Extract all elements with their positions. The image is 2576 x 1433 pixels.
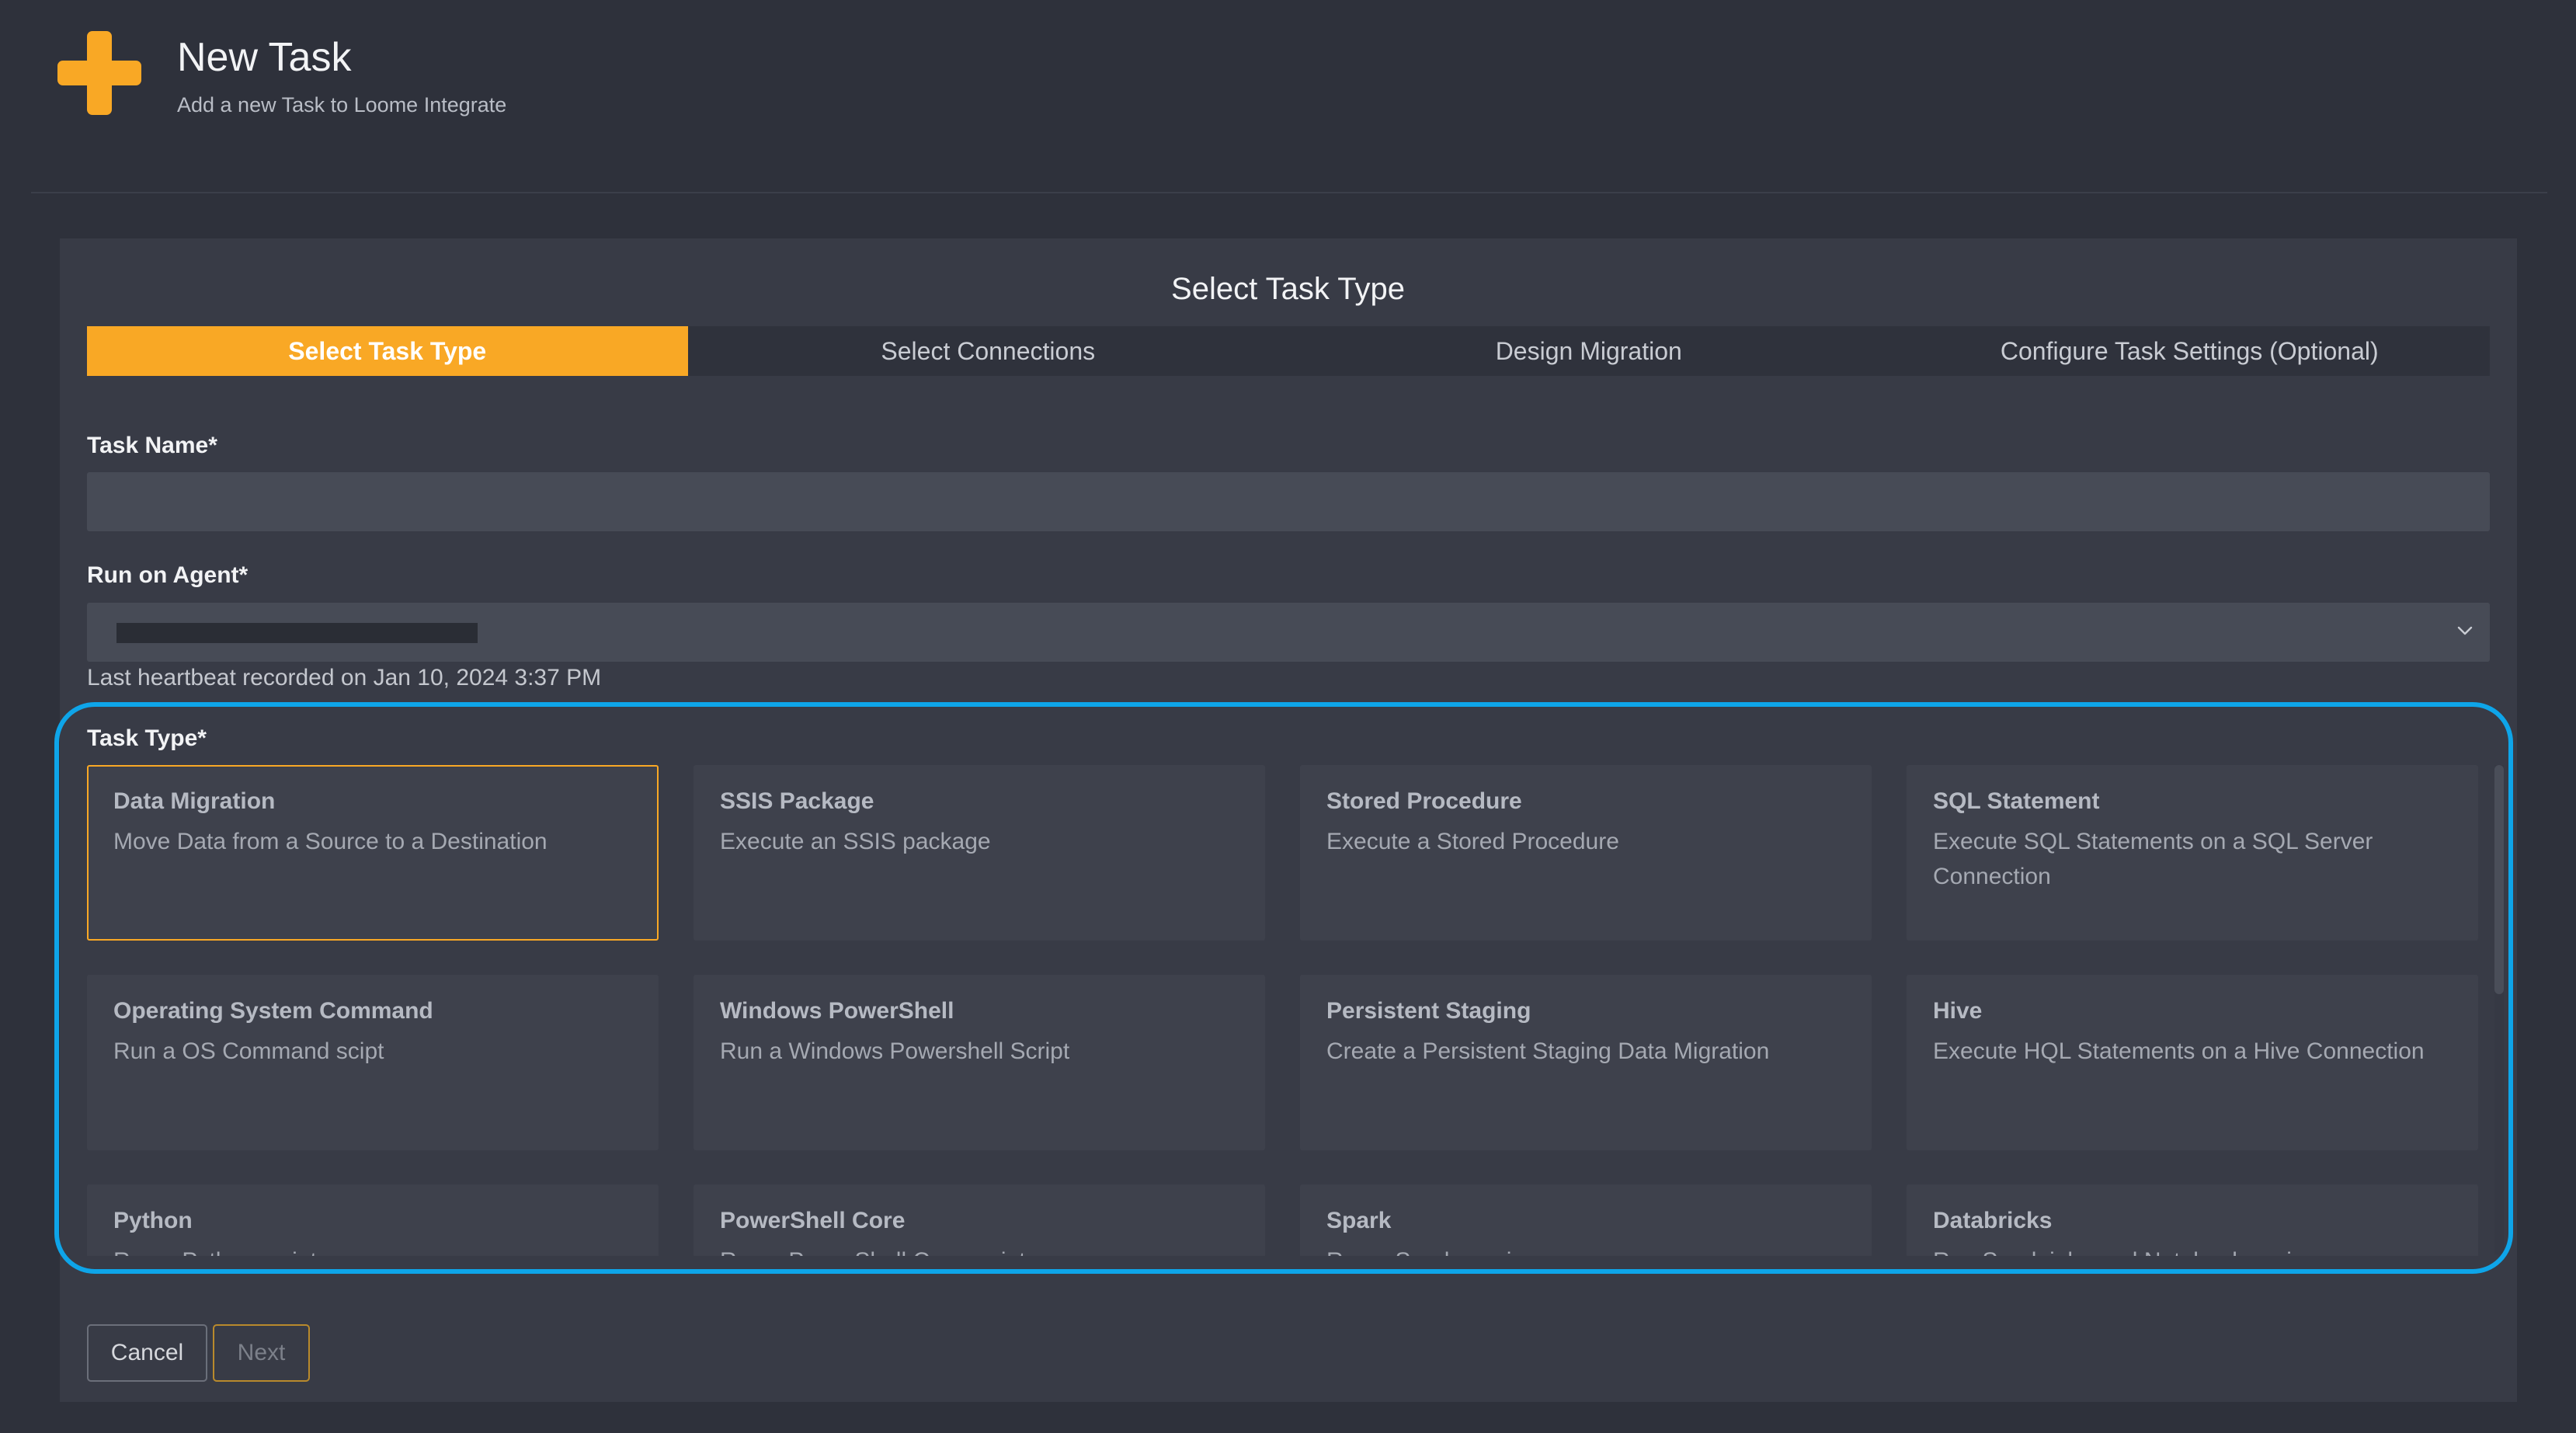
task-card-title: Operating System Command bbox=[113, 998, 433, 1024]
task-card-description: Run a Windows Powershell Script bbox=[720, 1038, 1070, 1064]
step-select-connections[interactable]: Select Connections bbox=[881, 336, 1096, 365]
task-card-description: Execute HQL Statements on a Hive Connect… bbox=[1933, 1038, 2425, 1064]
task-card-title: Python bbox=[113, 1208, 193, 1233]
task-type-ssis-package[interactable]: SSIS Package Execute an SSIS package bbox=[694, 765, 1265, 941]
task-type-spark[interactable]: Spark Run a Spark service bbox=[1300, 1184, 1872, 1256]
header-divider bbox=[31, 192, 2547, 193]
task-card-description: Create a Persistent Staging Data Migrati… bbox=[1326, 1038, 1770, 1064]
task-type-list[interactable]: Data Migration Move Data from a Source t… bbox=[87, 765, 2490, 1256]
step-design-migration[interactable]: Design Migration bbox=[1495, 336, 1682, 365]
task-card-title: SQL Statement bbox=[1933, 788, 2100, 814]
task-type-sql-statement[interactable]: SQL Statement Execute SQL Statements on … bbox=[1907, 765, 2478, 941]
plus-icon bbox=[57, 31, 141, 115]
task-type-operating-system-command[interactable]: Operating System Command Run a OS Comman… bbox=[87, 975, 659, 1150]
task-card-title: Spark bbox=[1326, 1208, 1392, 1233]
task-card-title: SSIS Package bbox=[720, 788, 874, 814]
chevron-down-icon bbox=[2457, 626, 2473, 635]
task-card-title: Hive bbox=[1933, 998, 1983, 1024]
next-button[interactable]: Next bbox=[213, 1324, 310, 1382]
task-card-title: Stored Procedure bbox=[1326, 788, 1522, 814]
scrollbar-thumb[interactable] bbox=[2494, 765, 2504, 994]
task-card-description: Run Spark jobs and Notebooks using bbox=[1933, 1243, 2452, 1256]
task-card-description: Move Data from a Source to a Destination bbox=[113, 829, 548, 854]
task-name-input[interactable] bbox=[87, 472, 2490, 531]
task-card-title: Windows PowerShell bbox=[720, 998, 954, 1024]
task-type-data-migration[interactable]: Data Migration Move Data from a Source t… bbox=[87, 765, 659, 941]
task-card-description: Run a OS Command scipt bbox=[113, 1038, 384, 1064]
task-type-hive[interactable]: Hive Execute HQL Statements on a Hive Co… bbox=[1907, 975, 2478, 1150]
wizard-stepper: Select Task Type Select Connections Desi… bbox=[87, 326, 2490, 376]
page-subtitle: Add a new Task to Loome Integrate bbox=[177, 93, 507, 117]
task-type-persistent-staging[interactable]: Persistent Staging Create a Persistent S… bbox=[1300, 975, 1872, 1150]
task-type-stored-procedure[interactable]: Stored Procedure Execute a Stored Proced… bbox=[1300, 765, 1872, 941]
step-configure-task-settings[interactable]: Configure Task Settings (Optional) bbox=[2000, 336, 2379, 365]
task-type-label: Task Type* bbox=[87, 725, 207, 751]
task-card-title: Persistent Staging bbox=[1326, 998, 1531, 1024]
task-card-description: Execute SQL Statements on a SQL Server C… bbox=[1933, 829, 2373, 889]
task-type-python[interactable]: Python Run a Python script bbox=[87, 1184, 659, 1256]
task-list-scrollbar[interactable] bbox=[2494, 765, 2504, 1254]
heartbeat-status: Last heartbeat recorded on Jan 10, 2024 … bbox=[87, 665, 602, 690]
task-card-description: Run a Python script bbox=[113, 1243, 632, 1256]
task-card-description: Run a Spark service bbox=[1326, 1243, 1845, 1256]
step-select-task-type[interactable]: Select Task Type bbox=[87, 326, 688, 376]
run-on-agent-select[interactable] bbox=[87, 603, 2490, 662]
task-type-databricks[interactable]: Databricks Run Spark jobs and Notebooks … bbox=[1907, 1184, 2478, 1256]
task-card-title: PowerShell Core bbox=[720, 1208, 906, 1233]
redacted-agent-name bbox=[116, 623, 478, 643]
page-title: New Task bbox=[177, 35, 352, 80]
wizard-title: Select Task Type bbox=[1171, 272, 1405, 306]
task-card-description: Execute a Stored Procedure bbox=[1326, 829, 1619, 854]
run-on-agent-label: Run on Agent* bbox=[87, 562, 249, 588]
task-type-windows-powershell[interactable]: Windows PowerShell Run a Windows Powersh… bbox=[694, 975, 1265, 1150]
task-card-title: Databricks bbox=[1933, 1208, 2053, 1233]
task-type-powershell-core[interactable]: PowerShell Core Run a PowerShell Core sc… bbox=[694, 1184, 1265, 1256]
task-card-title: Data Migration bbox=[113, 788, 276, 814]
cancel-button[interactable]: Cancel bbox=[87, 1324, 207, 1382]
task-name-label: Task Name* bbox=[87, 433, 217, 458]
task-card-description: Run a PowerShell Core script bbox=[720, 1243, 1239, 1256]
task-card-description: Execute an SSIS package bbox=[720, 829, 991, 854]
